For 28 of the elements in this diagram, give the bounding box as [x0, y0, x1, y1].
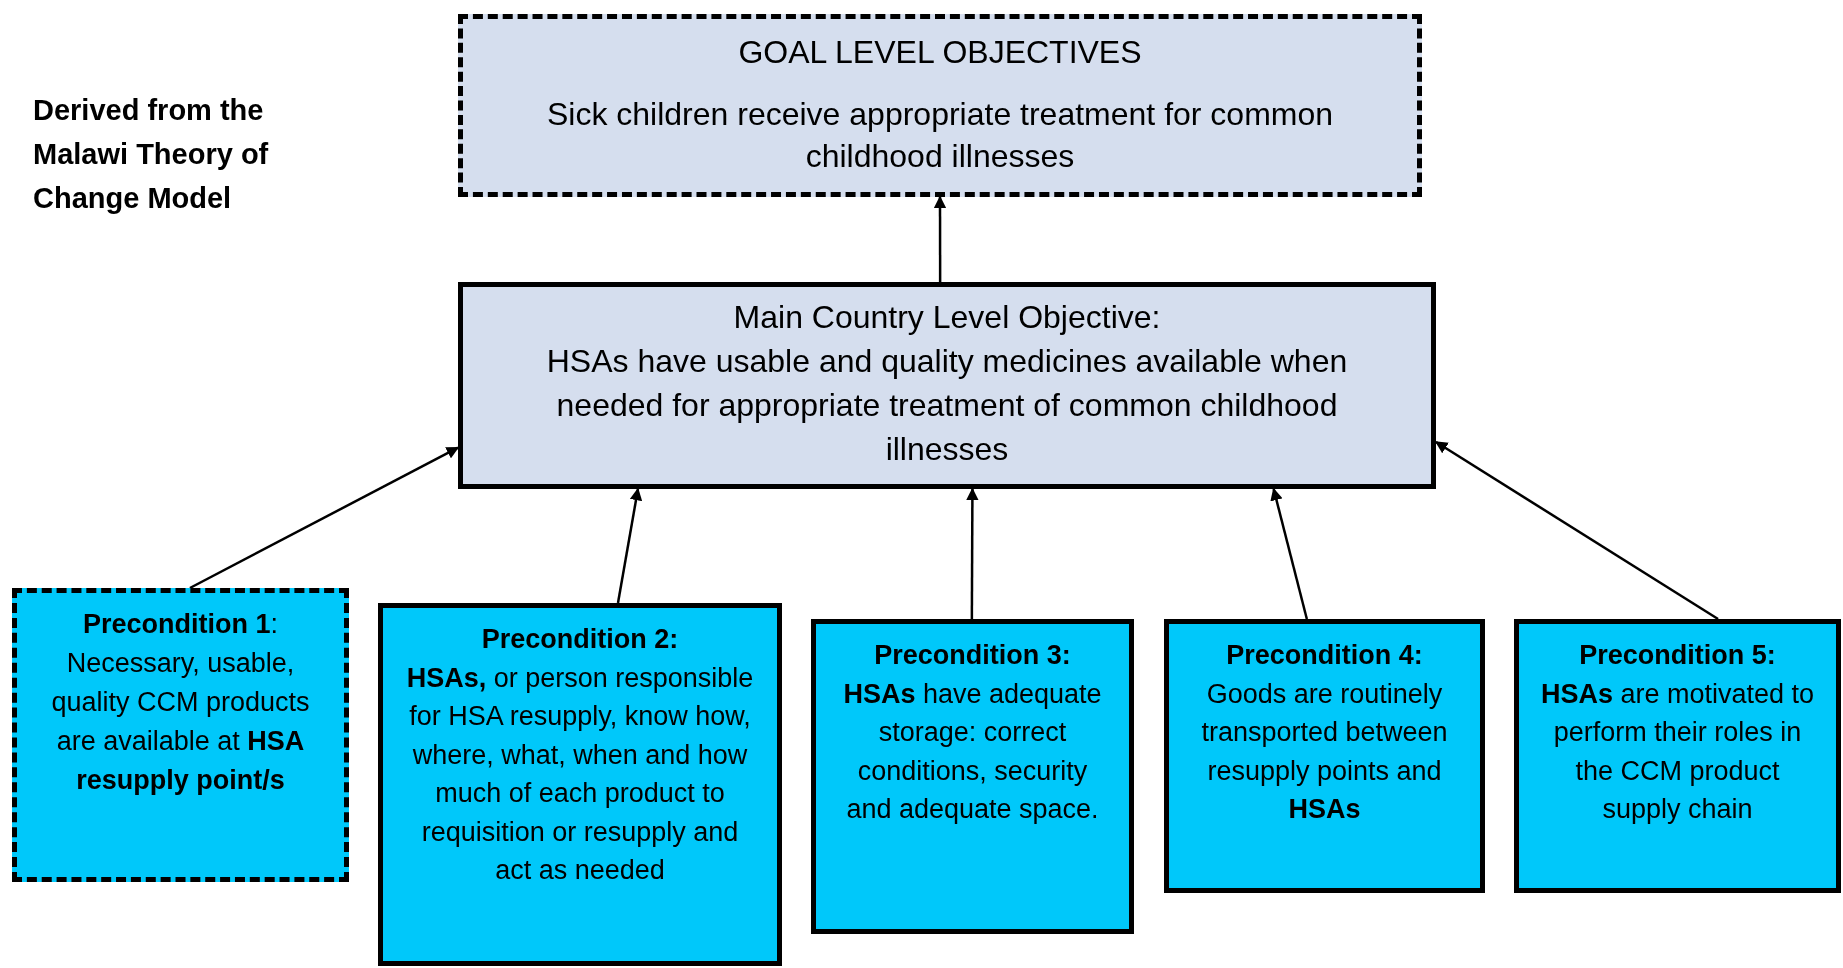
arrow [616, 487, 643, 604]
box-heading: Precondition 1: [82, 608, 278, 641]
goal-box [458, 14, 1422, 197]
precondition-box [1514, 619, 1841, 893]
box-heading: GOAL LEVEL OBJECTIVES [738, 33, 1142, 72]
box-text: HSAs have usable and quality medicines available when needed for appropriate treatment of common childhood illnesses [545, 342, 1349, 469]
box-heading: Main Country Level Objective: [733, 298, 1161, 337]
box-text: Goods are routinely transported between resupply points and HSAs [1200, 677, 1449, 826]
box-text: HSAs are motivated to perform their roles in the CCM product supply chain [1539, 677, 1816, 826]
arrow [1434, 440, 1719, 621]
precondition-box [12, 588, 349, 882]
box-heading: Precondition 5: [1579, 639, 1776, 672]
box-heading: Precondition 4: [1226, 639, 1423, 672]
arrow [189, 446, 460, 590]
precondition-box [378, 603, 782, 966]
precondition-box [1164, 619, 1485, 893]
arrow [1270, 487, 1309, 620]
box-heading: Precondition 3: [874, 639, 1071, 672]
box-heading: Precondition 2: [481, 623, 679, 656]
objective-box [458, 282, 1436, 489]
box-text: HSAs have adequate storage: correct conditions, security and adequate space. [842, 677, 1103, 826]
box-text: HSAs, or person responsible for HSA resupply, know how, where, what, when and how much of each product to requisition or resupply and act as needed [405, 661, 755, 887]
box-text: Sick children receive appropriate treatment for common childhood illnesses [545, 95, 1335, 176]
box-text: Necessary, usable, quality CCM products are available at HSA resupply point/s [50, 647, 311, 797]
arrow [933, 195, 947, 282]
note-text: Derived from the Malawi Theory of Change Model [33, 93, 270, 216]
precondition-box [811, 619, 1134, 934]
arrow [966, 487, 979, 619]
